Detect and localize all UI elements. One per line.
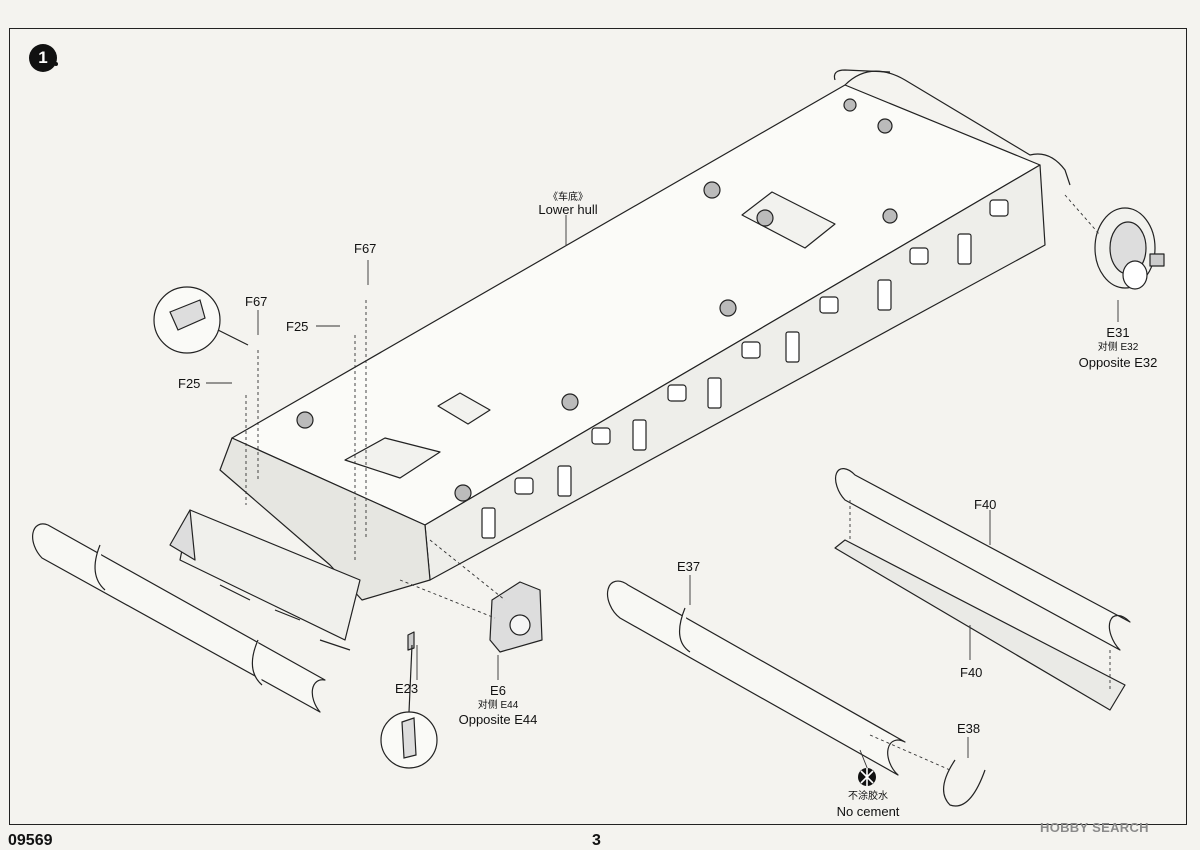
step-frame: [9, 28, 1187, 825]
part-label-f67-top: F67: [354, 241, 377, 256]
part-label-f40-bottom: F40: [960, 665, 983, 680]
step-number-dot: [54, 62, 58, 66]
part-label-e38: E38: [957, 721, 981, 736]
part-label-e6-opposite: Opposite E44: [458, 712, 538, 727]
e23-part-drawing: [407, 631, 415, 651]
no-cement-label-cn: 不涂胶水: [848, 791, 888, 802]
part-label-e31: E31: [1106, 325, 1130, 340]
lower-hull-label: Lower hull: [538, 202, 598, 217]
page-number: 3: [592, 832, 601, 849]
f40-box-drawing: [834, 468, 1131, 711]
part-label-e37: E37: [677, 559, 701, 574]
leader-lines: [206, 194, 1119, 771]
part-label-f25-top: F25: [286, 319, 309, 334]
part-label-f67-left: F67: [245, 294, 268, 309]
product-code: 09569: [8, 832, 53, 849]
lower-hull-label-cn: 《车底》: [548, 192, 588, 203]
detail-callouts: [153, 286, 438, 769]
part-label-e23: E23: [395, 681, 419, 696]
tube-middle-drawing: [606, 580, 906, 776]
part-label-f25-left: F25: [178, 376, 201, 391]
part-label-e31-cn: 对侧 E32: [1097, 342, 1139, 353]
sprocket-housing-drawing: [1094, 207, 1165, 290]
e38-clamp-drawing: [943, 759, 986, 807]
part-label-e6-cn: 对侧 E44: [477, 700, 519, 711]
tube-left-drawing: [32, 523, 326, 713]
part-label-e6: E6: [490, 683, 506, 698]
no-cement-icon: [858, 768, 876, 786]
part-label-e31-opposite: Opposite E32: [1078, 355, 1158, 370]
no-cement-label: No cement: [836, 804, 900, 819]
watermark: HOBBY SEARCH: [1040, 820, 1149, 835]
lower-hull-drawing: [169, 69, 1071, 651]
front-housing-drawing: [489, 581, 543, 653]
part-label-f40-top: F40: [974, 497, 997, 512]
step-number-badge: 1: [29, 44, 57, 72]
